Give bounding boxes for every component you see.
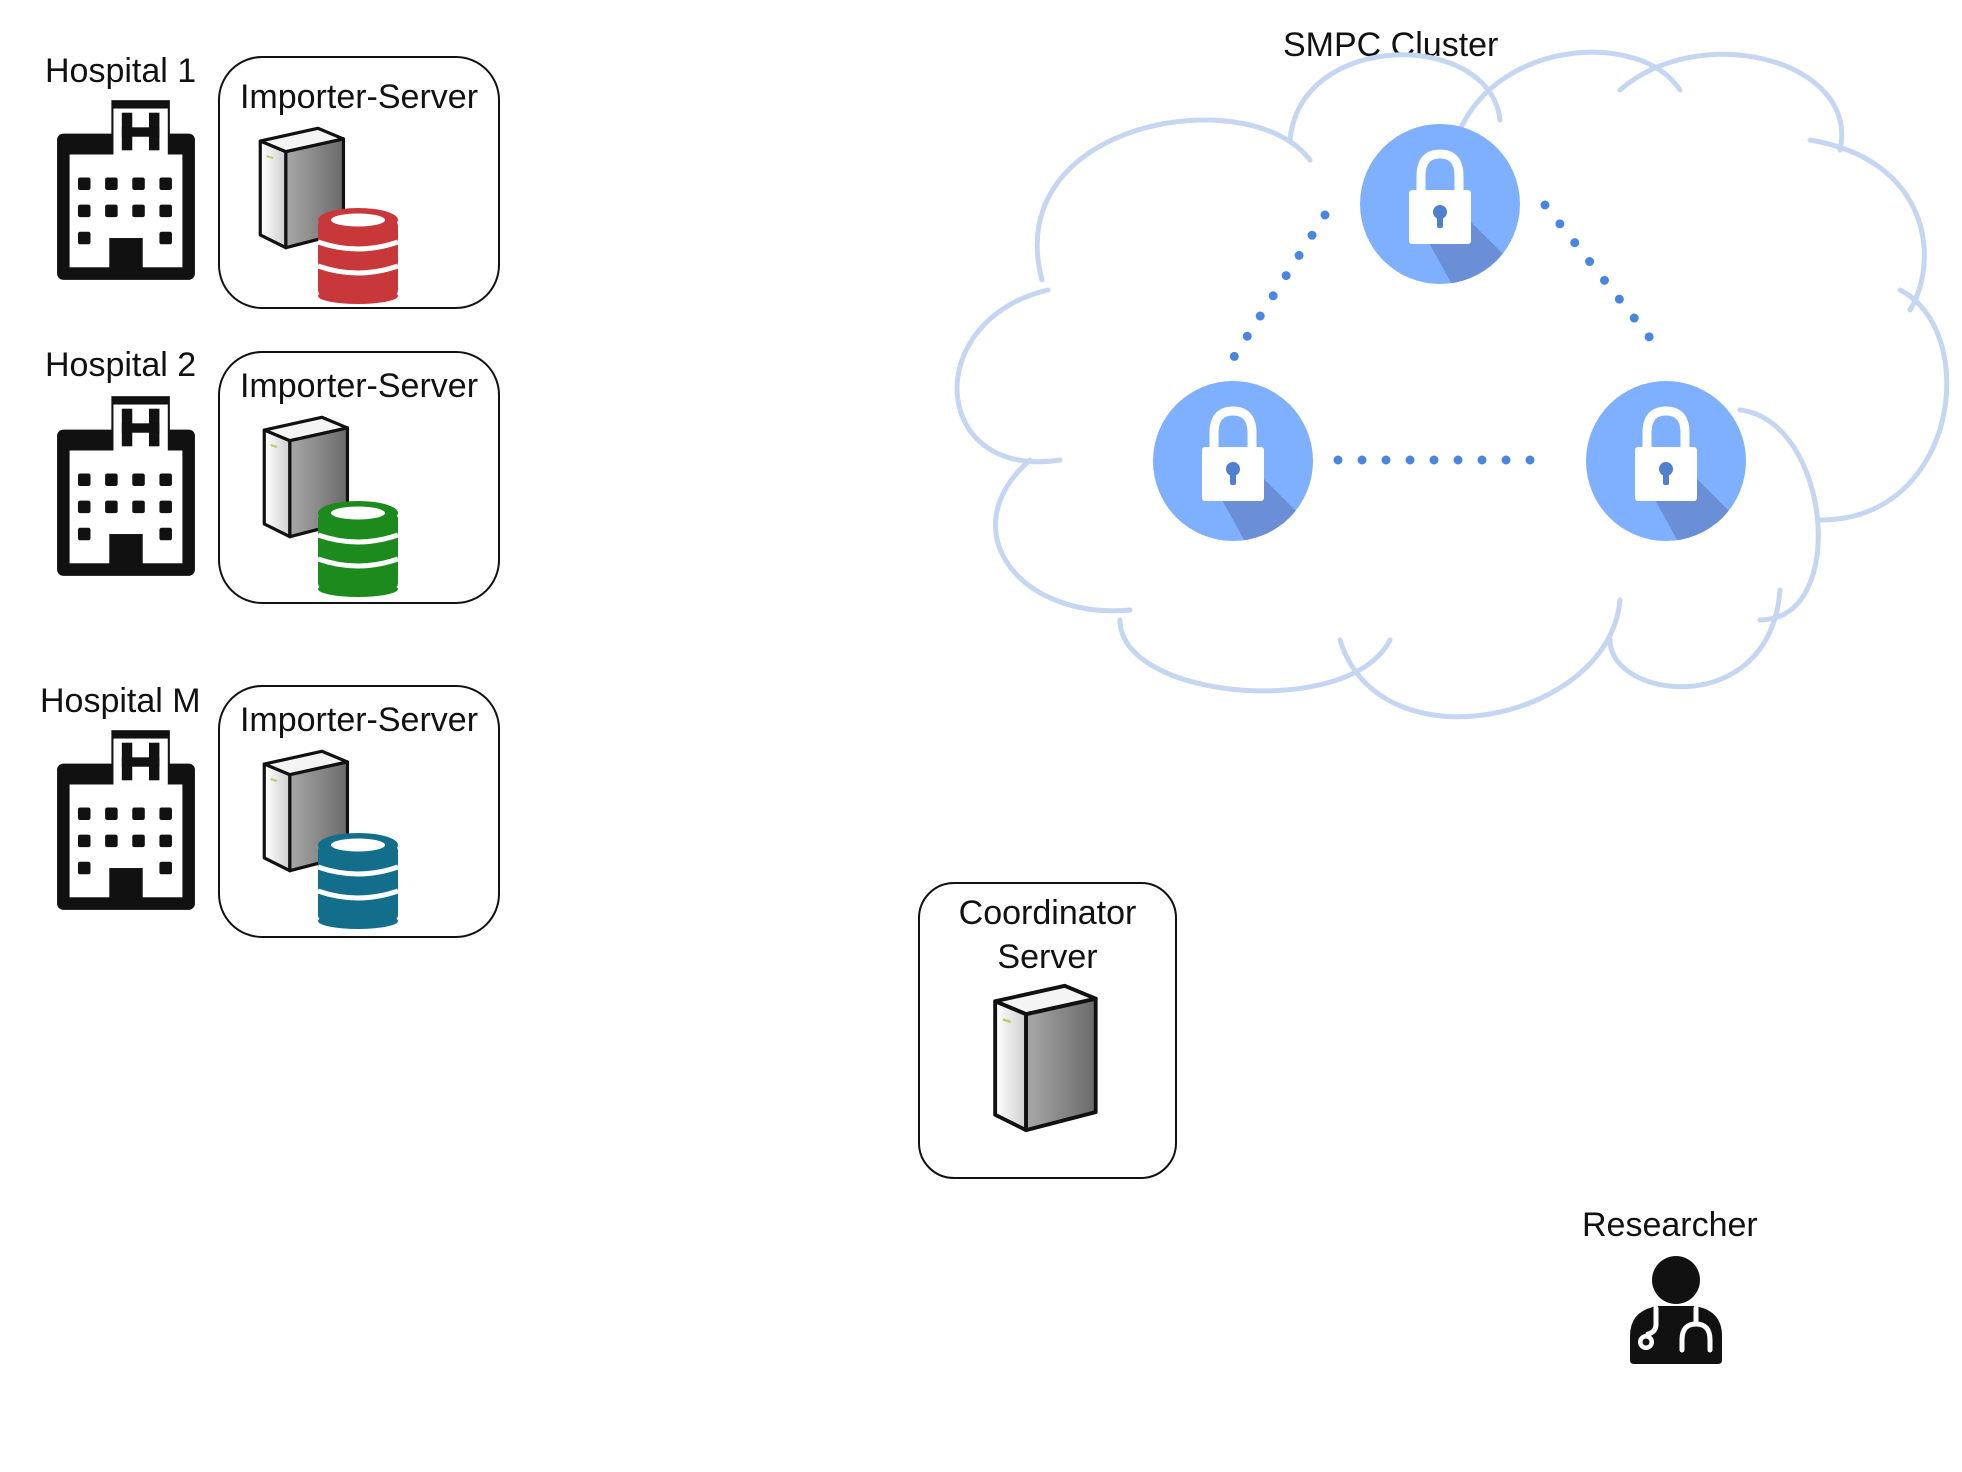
coordinator-label-line1: Coordinator (958, 894, 1137, 932)
researcher-label: Researcher (1582, 1206, 1758, 1244)
server-icon (990, 980, 1106, 1136)
database-icon (317, 208, 399, 304)
importer-server-box[interactable]: Importer-Server (218, 56, 500, 309)
database-icon (317, 501, 399, 597)
lock-node-top[interactable] (1357, 124, 1523, 284)
hospital-name: Hospital 2 (45, 346, 197, 384)
importer-server-label: Importer-Server (239, 367, 479, 405)
lock-node-left[interactable] (1150, 381, 1316, 541)
lock-node-right[interactable] (1583, 381, 1749, 541)
hospital-name: Hospital 1 (45, 52, 197, 90)
coordinator-server-box[interactable]: Coordinator Server (918, 882, 1177, 1179)
importer-server-box[interactable]: Importer-Server (218, 351, 500, 604)
database-icon (317, 833, 399, 929)
hospital-name: Hospital M (40, 682, 201, 720)
importer-server-label: Importer-Server (239, 78, 479, 116)
coordinator-label-line2: Server (997, 938, 1098, 976)
doctor-icon (1630, 1256, 1722, 1364)
importer-server-label: Importer-Server (239, 701, 479, 739)
importer-server-box[interactable]: Importer-Server (218, 685, 500, 938)
